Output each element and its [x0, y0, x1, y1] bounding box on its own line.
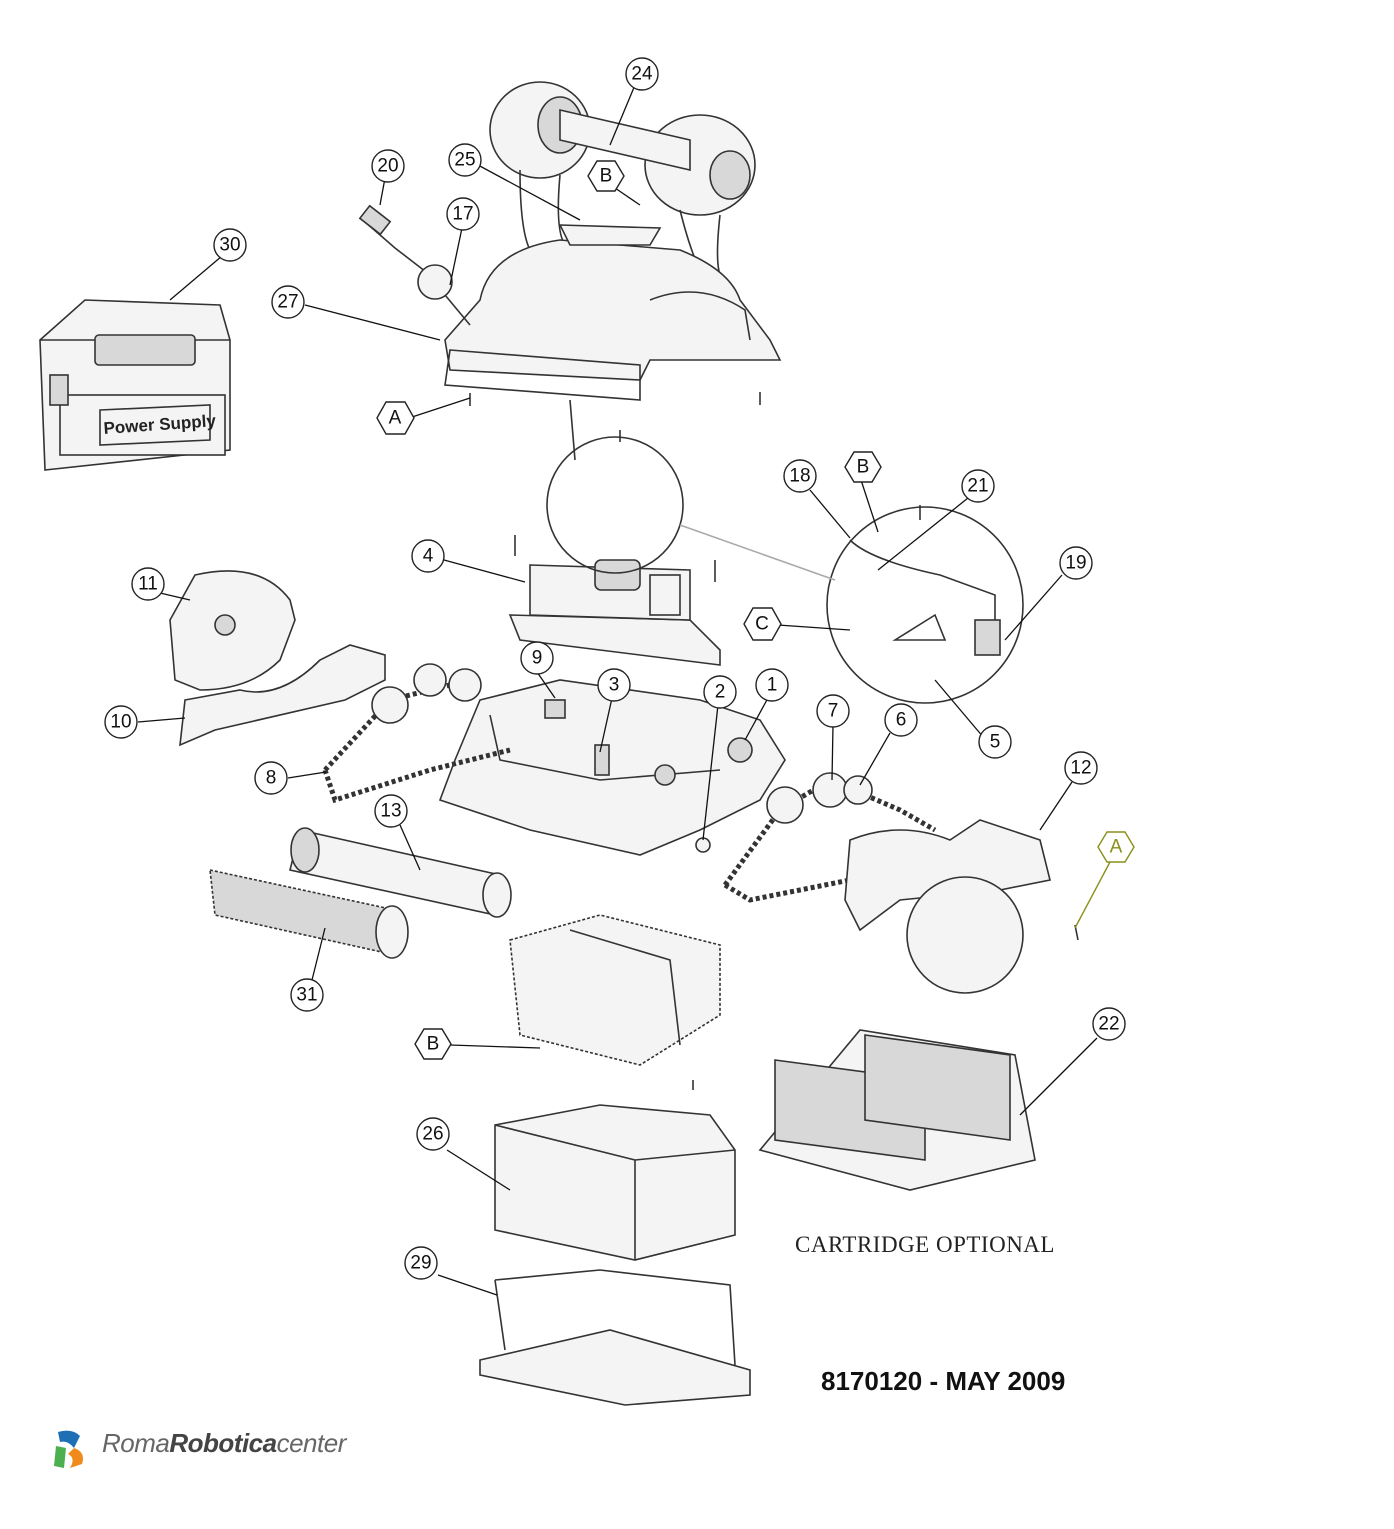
- svg-text:22: 22: [1098, 1014, 1119, 1035]
- callout: 10: [104, 705, 138, 739]
- svg-text:6: 6: [896, 710, 907, 731]
- callout: 7: [816, 694, 850, 728]
- callout: 21: [961, 469, 995, 503]
- callout: 31: [290, 978, 324, 1012]
- document-number: 8170120 - MAY 2009: [821, 1366, 1066, 1396]
- callout: 9: [520, 641, 554, 675]
- filter-bag: [494, 1104, 736, 1261]
- svg-text:B: B: [600, 166, 613, 187]
- fastener-hex: B: [414, 1028, 452, 1060]
- cartridge-filter: [758, 1029, 1036, 1191]
- fastener-hex: A: [376, 401, 415, 435]
- fastener-hex: C: [743, 607, 782, 641]
- svg-text:19: 19: [1065, 553, 1086, 574]
- brand-footer: RomaRoboticacenter: [52, 1428, 346, 1459]
- callout: 13: [374, 794, 408, 828]
- leader-lines: [137, 84, 1111, 1296]
- svg-text:25: 25: [454, 150, 475, 171]
- callout: 25: [448, 143, 482, 177]
- svg-text:12: 12: [1070, 758, 1091, 779]
- svg-text:A: A: [389, 408, 402, 429]
- callouts: 24 25 20 17 30 27 4 18 21 19 11 10 9 3 2…: [104, 57, 1126, 1280]
- fastener-hex: B: [587, 160, 625, 192]
- svg-text:8: 8: [266, 768, 277, 789]
- svg-text:4: 4: [423, 546, 434, 567]
- svg-text:29: 29: [410, 1253, 431, 1274]
- cartridge-optional-caption: CARTRIDGE OPTIONAL: [795, 1232, 1055, 1257]
- svg-text:2: 2: [715, 682, 726, 703]
- callout: 20: [371, 149, 405, 183]
- brand-name: RomaRoboticacenter: [102, 1428, 346, 1458]
- svg-text:5: 5: [990, 732, 1001, 753]
- callout: 26: [416, 1117, 450, 1151]
- callout: 24: [625, 57, 659, 91]
- callout: 29: [404, 1246, 438, 1280]
- callout: 18: [783, 459, 817, 493]
- fastener-hex: B: [844, 451, 882, 483]
- svg-text:C: C: [755, 614, 769, 635]
- detail-circle-right: [826, 506, 1024, 704]
- swivel-and-hose: [358, 204, 471, 326]
- filter-basket: [509, 914, 721, 1066]
- svg-text:A: A: [1110, 837, 1123, 858]
- fastener-hex-highlighted: A: [1097, 831, 1135, 863]
- callout: 17: [446, 197, 480, 231]
- motor-unit: [508, 399, 721, 666]
- svg-text:27: 27: [277, 292, 298, 313]
- right-side-panels: [844, 819, 1051, 994]
- callout: 11: [131, 567, 165, 601]
- callout: 22: [1092, 1007, 1126, 1041]
- right-track: [722, 772, 937, 903]
- svg-text:7: 7: [828, 701, 839, 722]
- handle-assembly: [489, 81, 756, 276]
- bag-frame: [479, 1269, 751, 1406]
- svg-text:3: 3: [609, 675, 620, 696]
- svg-text:13: 13: [380, 801, 401, 822]
- svg-text:17: 17: [452, 204, 473, 225]
- callout: 8: [254, 761, 288, 795]
- callout: 5: [978, 725, 1012, 759]
- power-supply: Power Supply: [39, 299, 231, 471]
- callout: 12: [1064, 751, 1098, 785]
- svg-text:31: 31: [296, 985, 317, 1006]
- svg-text:26: 26: [422, 1124, 443, 1145]
- callout: 30: [213, 228, 247, 262]
- svg-text:30: 30: [219, 235, 240, 256]
- detail-circle-upper: [546, 436, 684, 574]
- svg-text:24: 24: [631, 64, 653, 85]
- svg-text:1: 1: [767, 675, 778, 696]
- svg-text:20: 20: [377, 156, 398, 177]
- svg-text:9: 9: [532, 648, 543, 669]
- roller-and-brush: [209, 827, 512, 959]
- chassis: [438, 679, 786, 856]
- svg-text:B: B: [857, 457, 870, 478]
- callout: 2: [703, 675, 737, 709]
- svg-text:B: B: [427, 1034, 440, 1055]
- svg-text:11: 11: [138, 574, 158, 595]
- top-cover: [444, 224, 782, 401]
- callout: 27: [271, 285, 305, 319]
- brand-logo-icon: [54, 1430, 83, 1468]
- callout: 6: [884, 703, 918, 737]
- fastener-labels: B A B C A B: [376, 160, 1135, 1060]
- left-side-panels: [169, 570, 386, 747]
- svg-text:21: 21: [967, 476, 988, 497]
- callout: 3: [597, 668, 631, 702]
- svg-text:10: 10: [110, 712, 131, 733]
- svg-text:18: 18: [789, 466, 810, 487]
- callout: 4: [411, 539, 445, 573]
- left-track: [322, 663, 511, 804]
- callout: 19: [1059, 546, 1093, 580]
- callout: 1: [755, 668, 789, 702]
